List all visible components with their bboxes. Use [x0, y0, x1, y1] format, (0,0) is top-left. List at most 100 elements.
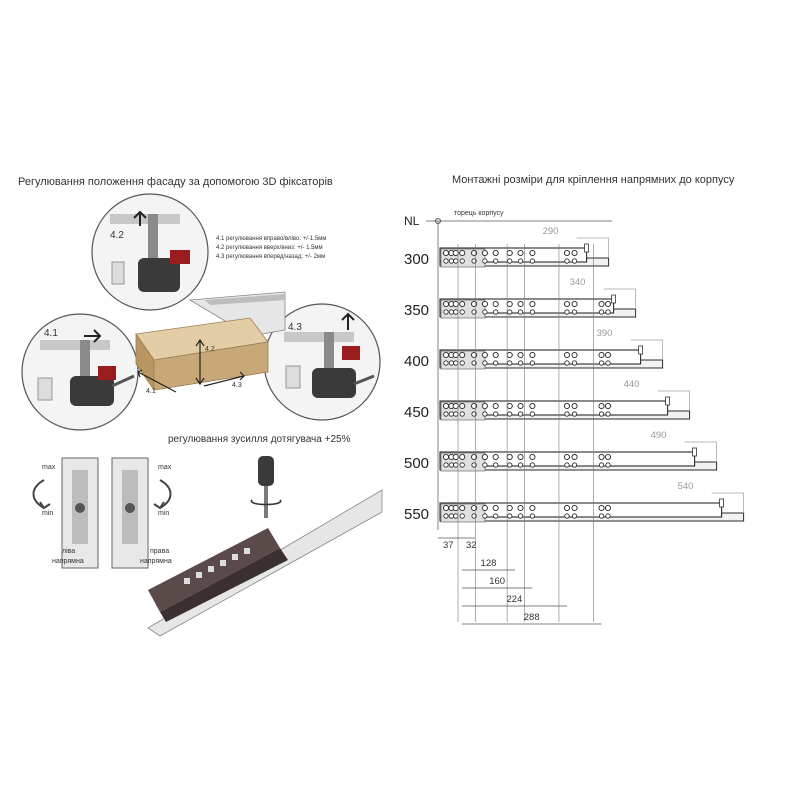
- rail-hole: [564, 411, 570, 417]
- rail-hole: [459, 351, 466, 359]
- angled-rail-illustration: [147, 489, 383, 637]
- rail-hole: [517, 411, 524, 417]
- rail-hole: [506, 300, 513, 308]
- rail-hole: [507, 258, 513, 264]
- rail-hole: [571, 402, 578, 410]
- rail-hole: [443, 360, 449, 366]
- rail-hole: [471, 411, 477, 417]
- rail-length-label: 440: [623, 379, 640, 390]
- rail-hole: [604, 504, 612, 512]
- rail-end-step: [692, 447, 697, 457]
- force-max-right: max: [158, 464, 172, 471]
- detail-circle-4-2: [91, 193, 209, 311]
- rail-length-label: 290: [542, 226, 559, 237]
- rail-hole: [453, 360, 459, 366]
- rail-hole: [453, 258, 459, 264]
- rail-hole: [442, 249, 450, 257]
- rail-hole: [529, 249, 536, 257]
- rail-hole: [459, 513, 465, 519]
- rail-length-label: 490: [650, 430, 667, 441]
- detail-circle-4-3: [263, 303, 381, 421]
- rail-hole: [482, 309, 488, 315]
- rail-hole: [529, 300, 536, 308]
- rail-hole: [448, 309, 454, 315]
- rail-hole: [493, 462, 499, 468]
- stacked-dim-label: 128: [480, 558, 497, 569]
- rail-hole: [471, 513, 477, 519]
- rail-hole: [506, 402, 513, 410]
- left-rail-label-2: напрямна: [52, 558, 84, 565]
- right-rail-label-1: права: [150, 548, 170, 555]
- rail-hole: [529, 360, 536, 366]
- rail-hole: [563, 351, 571, 359]
- rail-hole: [459, 411, 465, 417]
- rail-hole: [492, 300, 499, 308]
- rail-end-step: [719, 498, 724, 508]
- rail-hole: [605, 309, 611, 315]
- rail-hole: [493, 360, 499, 366]
- nl-label: NL: [404, 214, 420, 228]
- rail-hole: [605, 513, 611, 519]
- rail-hole: [517, 504, 524, 512]
- callout-label-4-3: 4.3: [288, 322, 302, 333]
- left-rail-label-1: ліва: [62, 548, 76, 555]
- rail-hole: [452, 453, 459, 461]
- rail-hole: [448, 411, 454, 417]
- rail-hole: [448, 258, 454, 264]
- rail-hole: [452, 504, 459, 512]
- force-rail-right: [111, 457, 172, 569]
- rail-hole: [492, 504, 499, 512]
- rail-hole: [459, 300, 466, 308]
- rail-end-step: [584, 243, 589, 253]
- rail-hole: [571, 351, 578, 359]
- rail-hole: [598, 453, 605, 461]
- rail-hole: [459, 453, 466, 461]
- rail-hole: [604, 300, 612, 308]
- rail-hole: [482, 360, 488, 366]
- rail-hole: [492, 249, 499, 257]
- rail-hole: [482, 462, 488, 468]
- rail-hole: [482, 411, 488, 417]
- rail-hole: [604, 453, 612, 461]
- rail-size-label: 500: [404, 455, 430, 472]
- rail-hole: [507, 513, 513, 519]
- rail-hole: [471, 258, 477, 264]
- rail-hole: [563, 453, 571, 461]
- rail-hole: [598, 300, 605, 308]
- rail-hole: [564, 309, 570, 315]
- rail-hole: [459, 462, 465, 468]
- rail-hole: [507, 309, 513, 315]
- rail-hole: [563, 402, 571, 410]
- rail-hole: [571, 453, 578, 461]
- rail-hole: [459, 309, 465, 315]
- rail-hole: [571, 249, 578, 257]
- stacked-dim-label: 288: [523, 612, 540, 623]
- rail-hole: [453, 462, 459, 468]
- rail-hole: [443, 309, 449, 315]
- rail-hole: [452, 402, 459, 410]
- rail-hole: [571, 309, 578, 315]
- rail-hole: [453, 513, 459, 519]
- rail-hole: [571, 258, 578, 264]
- rail-end-step: [665, 396, 670, 406]
- rail-hole: [605, 411, 611, 417]
- rail-hole: [471, 360, 477, 366]
- rail-hole: [442, 300, 450, 308]
- rail-hole: [492, 351, 499, 359]
- rail-end-step: [611, 294, 616, 304]
- rail-hole: [459, 249, 466, 257]
- rail-hole: [443, 411, 449, 417]
- rail-hole: [598, 351, 605, 359]
- screwdriver-illustration: [250, 456, 282, 518]
- left-section-title: Регулювання положення фасаду за допомого…: [18, 176, 333, 188]
- rail-hole: [482, 258, 488, 264]
- rail-hole: [506, 504, 513, 512]
- rail-hole: [605, 360, 611, 366]
- rail-hole: [482, 513, 488, 519]
- rail-hole: [493, 258, 499, 264]
- rail-body: [439, 349, 642, 365]
- stacked-dim-label: 160: [489, 576, 506, 587]
- rail-length-label: 540: [677, 481, 694, 492]
- rail-hole: [529, 309, 536, 315]
